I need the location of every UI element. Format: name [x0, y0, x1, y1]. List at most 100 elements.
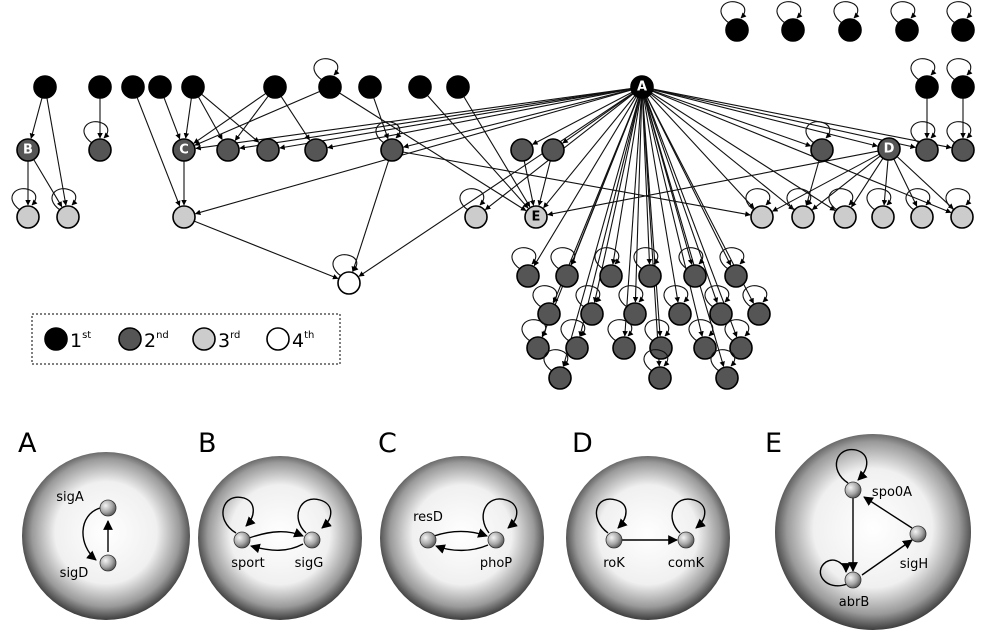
self-loop-k12	[521, 319, 548, 342]
node-k19	[648, 366, 672, 390]
panel-b: B sport sigG	[198, 428, 362, 620]
node-r3	[833, 205, 857, 229]
node-D	[877, 137, 901, 161]
node-r2	[791, 205, 815, 229]
self-loop-c5	[375, 121, 402, 144]
node-tr1	[725, 18, 749, 42]
node-k8	[623, 302, 647, 326]
edge-A-to-k19	[642, 97, 662, 367]
legend: 1st 2nd 3rd 4th	[31, 313, 341, 365]
node-t2	[88, 75, 112, 99]
edge-A-to-r1	[649, 94, 755, 209]
edge-A-to-k9	[643, 97, 680, 303]
edge-A-to-k2	[610, 97, 641, 265]
node-k1	[555, 264, 579, 288]
self-loop-r6	[945, 188, 972, 211]
self-loop-k2	[594, 247, 621, 270]
self-loop-k17	[724, 319, 751, 342]
node-E	[524, 205, 548, 229]
node-k5	[724, 264, 748, 288]
hub-label-c: C	[179, 143, 189, 158]
edge-t5-to-c2	[197, 96, 223, 140]
legend-label-2nd: 2nd	[144, 330, 169, 352]
node-A	[630, 75, 654, 99]
panel-c-edge-phoP-to-resD	[435, 544, 489, 554]
hub-labels: A B C D E	[23, 80, 895, 225]
self-loop-k8	[618, 285, 645, 308]
self-loop-tr7	[946, 58, 973, 81]
node-k0	[516, 264, 540, 288]
panel-c: C resD phoP	[378, 428, 544, 620]
self-loop-t7	[313, 58, 340, 81]
network-edges	[25, 87, 966, 368]
edge-A-to-k10	[645, 97, 719, 304]
edge-m2-to-E	[537, 160, 551, 206]
edge-A-to-k13	[578, 97, 640, 337]
panel-e-sphere	[775, 434, 971, 630]
self-loop-k4	[678, 247, 705, 270]
self-loop-r3	[828, 188, 855, 211]
node-k18	[548, 366, 572, 390]
self-loop-tr2	[776, 1, 803, 24]
self-loop-k5	[719, 247, 746, 270]
self-loop-g4	[459, 188, 486, 211]
node-tr3	[838, 18, 862, 42]
gene-node-spo0A	[844, 481, 862, 499]
panel-e: E spo0A sigH abrB	[765, 428, 971, 630]
edge-A-to-k18	[561, 97, 640, 367]
legend-swatch-4th	[266, 327, 290, 351]
node-k20	[715, 366, 739, 390]
edge-A-to-k3	[641, 97, 653, 265]
edge-A-to-r6	[651, 90, 952, 214]
node-t10	[446, 75, 470, 99]
gene-label-comK: comK	[668, 556, 705, 571]
node-k9	[668, 302, 692, 326]
self-loop-d1	[805, 121, 832, 144]
node-t4	[148, 75, 172, 99]
hub-label-b: B	[23, 143, 33, 158]
node-k3	[638, 264, 662, 288]
edge-d1-to-r2	[805, 160, 820, 207]
gene-node-phoP	[487, 531, 505, 549]
legend-swatch-3rd	[192, 327, 216, 351]
node-g2	[56, 205, 80, 229]
node-k16	[693, 336, 717, 360]
node-k7	[580, 302, 604, 326]
node-k13	[565, 336, 589, 360]
node-m2	[541, 138, 565, 162]
node-k17	[729, 336, 753, 360]
node-k12	[526, 336, 550, 360]
edge-t5-to-C	[183, 97, 192, 139]
node-t6	[263, 75, 287, 99]
edge-D-to-r2	[811, 155, 881, 211]
panel-e-title: E	[765, 428, 782, 459]
self-loop-k11	[742, 285, 769, 308]
edge-A-to-k12	[541, 96, 639, 338]
self-loop-tr1	[720, 1, 747, 24]
node-tr7	[951, 75, 975, 99]
self-loop-k19	[643, 349, 670, 372]
self-loop-d2	[910, 121, 937, 144]
node-k11	[747, 302, 771, 326]
node-d3	[951, 138, 975, 162]
edge-A-to-k17	[645, 97, 738, 338]
network-nodes	[11, 1, 975, 390]
panel-a-title: A	[18, 428, 37, 459]
edge-c5-to-r1	[402, 151, 751, 217]
edge-t10-to-E	[463, 96, 531, 208]
node-r6	[950, 205, 974, 229]
edge-A-to-m1	[532, 91, 633, 145]
node-g1	[16, 205, 40, 229]
gene-node-roK	[605, 531, 623, 549]
gene-node-resD	[419, 531, 437, 549]
node-tr4	[895, 18, 919, 42]
node-c3	[256, 138, 280, 162]
edge-B-to-g2	[33, 159, 63, 208]
node-k2	[599, 264, 623, 288]
panel-c-sphere	[380, 456, 544, 620]
self-loop-k20	[710, 349, 737, 372]
self-loop-tr5	[946, 1, 973, 24]
gene-label-resD: resD	[413, 510, 443, 525]
